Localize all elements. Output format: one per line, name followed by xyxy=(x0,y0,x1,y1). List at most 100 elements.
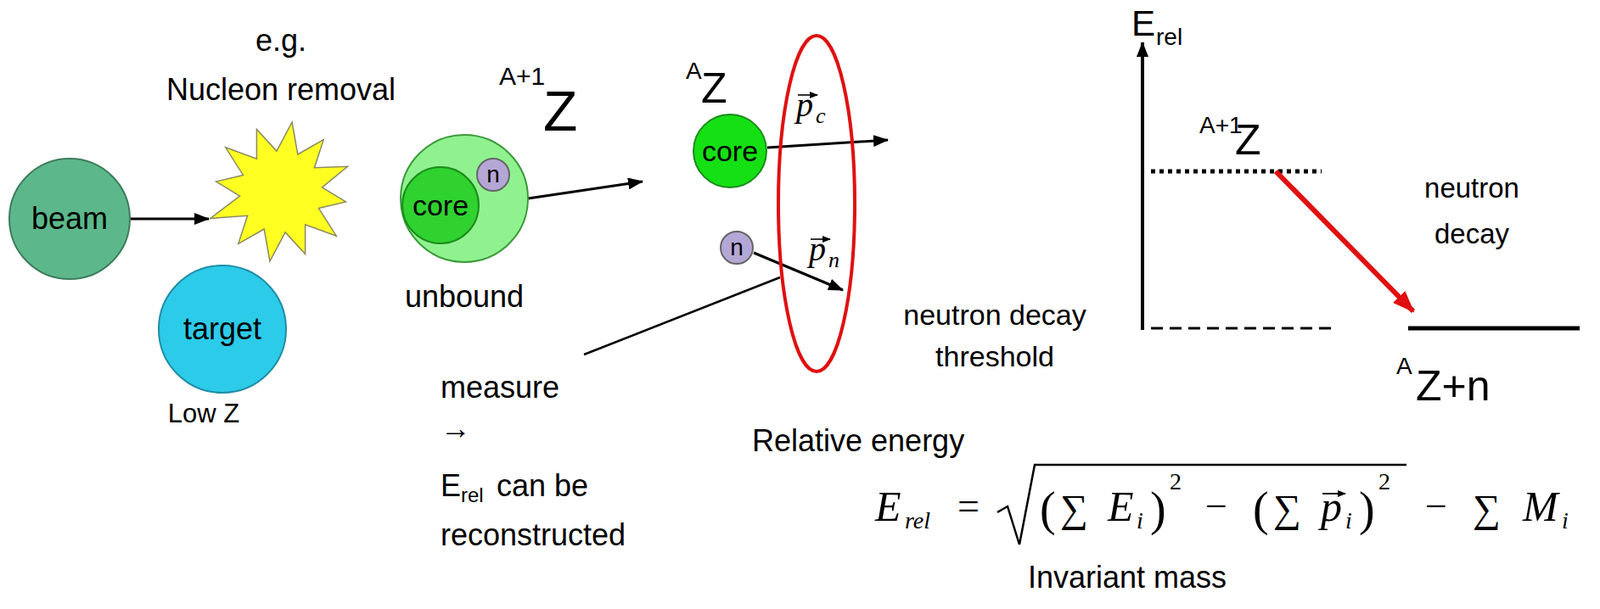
subscript: rel xyxy=(460,483,484,509)
unbound-level xyxy=(1150,169,1322,175)
mass-number: A xyxy=(1396,352,1413,382)
unbound-nucleus: unboundcoren xyxy=(399,134,529,264)
element-symbol: Z xyxy=(701,62,728,114)
subscript-holder: i xyxy=(1136,509,1144,534)
node-label: n xyxy=(729,235,744,260)
fragment-arrow xyxy=(527,181,643,199)
annotation-arrow-holder: → xyxy=(440,409,472,447)
explosion-shape xyxy=(208,120,354,264)
formula-operator-holder: = xyxy=(957,487,980,527)
formula-symbol-holder: E xyxy=(875,485,902,528)
annotation: E xyxy=(440,467,461,505)
formula-bracket-holder: ) xyxy=(1358,485,1376,534)
leader-line xyxy=(583,277,781,355)
sum-sign-holder: ∑ xyxy=(1060,489,1089,529)
formula-bracket-holder: ) xyxy=(1150,485,1167,534)
formula-bracket-holder: ( xyxy=(1252,485,1269,534)
formula-title-holder: Relative energy xyxy=(752,422,965,460)
formula-operator: − xyxy=(1425,487,1448,527)
element-symbol: Z xyxy=(1235,114,1262,166)
node-label: target xyxy=(183,314,262,345)
core-circle: core xyxy=(401,166,480,245)
level-label-holder: neutron decay threshold xyxy=(880,294,1110,378)
node-label: beam xyxy=(31,203,108,235)
formula-bracket: ) xyxy=(1150,485,1167,534)
exponent: 2 xyxy=(1378,470,1391,495)
formula-symbol: E xyxy=(1107,485,1135,528)
exponent: 2 xyxy=(1169,470,1182,495)
node-label: core xyxy=(701,136,758,166)
mass-number: A+1 xyxy=(499,61,545,92)
sum-sign-holder: ∑ xyxy=(1273,489,1302,529)
subscript: i xyxy=(1561,509,1569,534)
node-heading-holder: unbound xyxy=(404,278,524,315)
subscript-holder: rel xyxy=(460,483,484,509)
node-label: n xyxy=(486,162,500,187)
sum-sign: ∑ xyxy=(1472,489,1501,529)
connector-arrow xyxy=(130,218,209,221)
formula-operator: − xyxy=(1205,487,1228,527)
formula-bracket-holder: ( xyxy=(1039,485,1056,534)
exponent-holder: 2 xyxy=(1169,470,1182,495)
mass-number-holder: A+1 xyxy=(499,61,545,92)
core-momentum-arrow xyxy=(767,140,888,148)
momentum-symbol: p xyxy=(808,232,826,267)
mass-number-holder: A xyxy=(1396,352,1413,382)
node-label: e.g. xyxy=(111,16,451,66)
subscript-holder: rel xyxy=(904,509,931,534)
sum-sign-holder: ∑ xyxy=(1472,489,1501,529)
formula-bracket: ) xyxy=(1358,485,1376,534)
formula-bracket: ( xyxy=(1039,485,1056,534)
axis-label: E xyxy=(1131,2,1156,45)
formula-operator-holder: − xyxy=(1205,487,1228,527)
element-symbol: Z xyxy=(543,78,578,146)
mass-number-holder: A xyxy=(685,56,702,86)
neutron-circle: n xyxy=(476,157,511,192)
annotation-arrow: → xyxy=(440,409,472,447)
process-label: neutron decay xyxy=(1399,165,1544,258)
formula-caption: Invariant mass xyxy=(1027,559,1227,596)
exponent-holder: 2 xyxy=(1378,470,1391,495)
energy-axis xyxy=(1140,42,1145,331)
formula-symbol: E xyxy=(875,485,902,528)
formula-operator: = xyxy=(957,487,980,527)
sum-sign: ∑ xyxy=(1060,489,1089,529)
formula-bracket: ( xyxy=(1252,485,1269,534)
final-level xyxy=(1408,326,1580,332)
momentum-symbol: p xyxy=(796,88,814,123)
annotation-holder: E xyxy=(440,467,461,505)
annotation-holder: can be reconstructed xyxy=(440,461,687,561)
annotation-holder: measure xyxy=(440,369,560,406)
annotation: measure xyxy=(440,369,560,406)
formula-symbol-holder: p xyxy=(1320,485,1342,528)
formula-title: Relative energy xyxy=(752,422,965,460)
element-symbol-holder: Z xyxy=(543,78,578,146)
momentum-symbol-holder: p xyxy=(808,232,826,267)
sum-sign: ∑ xyxy=(1273,489,1302,529)
subscript-holder: rel xyxy=(1156,22,1183,52)
subscript-holder: n xyxy=(828,249,840,272)
collision-star: e.g.Nucleon removal xyxy=(208,120,354,264)
subscript-holder: i xyxy=(1561,509,1569,534)
sqrt-sign xyxy=(997,465,1407,545)
subscript: rel xyxy=(1156,22,1183,52)
formula-operator-holder: − xyxy=(1425,487,1448,527)
annotation: can be reconstructed xyxy=(440,461,687,561)
node-label: core xyxy=(412,190,469,220)
threshold-level xyxy=(1150,327,1337,331)
subscript: i xyxy=(1136,509,1144,534)
element-symbol-holder: Z xyxy=(1235,114,1262,166)
axis-label-holder: E xyxy=(1131,2,1156,45)
level-label: neutron decay threshold xyxy=(880,294,1110,378)
measurement-ellipse xyxy=(778,35,855,372)
neutron-circle: n xyxy=(719,230,754,265)
formula-caption-holder: Invariant mass xyxy=(1027,559,1227,596)
element-symbol-holder: Z+n xyxy=(1415,360,1491,412)
subscript: i xyxy=(1345,509,1353,534)
subscript: n xyxy=(828,249,840,272)
node-heading-holder: e.g.Nucleon removal xyxy=(111,16,451,115)
element-symbol: Z+n xyxy=(1415,360,1491,412)
target-note: Low Z xyxy=(168,398,240,430)
formula-symbol-holder: E xyxy=(1107,485,1135,528)
